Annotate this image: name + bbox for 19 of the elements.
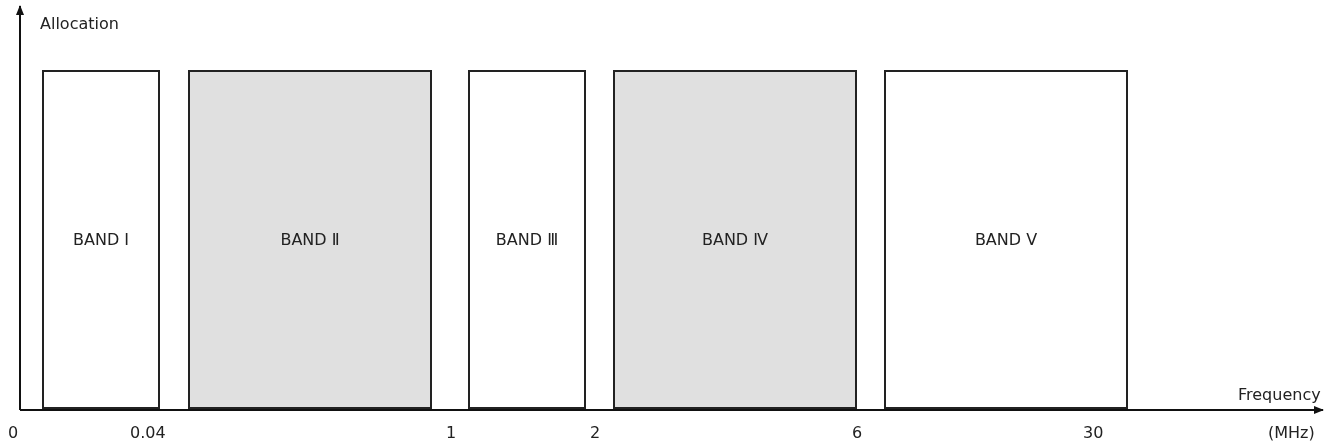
tick-label: 1	[446, 423, 457, 442]
axis-title: Frequency	[1238, 385, 1321, 404]
tick-label: 30	[1083, 423, 1104, 442]
band-box	[613, 70, 857, 409]
band-box	[468, 70, 586, 409]
tick-label: 2	[590, 423, 601, 442]
tick-label: 6	[852, 423, 863, 442]
tick-label: 0.04	[130, 423, 166, 442]
axis-title: Allocation	[40, 14, 119, 33]
band-label: BAND Ⅰ	[73, 230, 129, 249]
band-label: BAND Ⅳ	[701, 230, 769, 249]
band-label: BAND Ⅴ	[974, 230, 1038, 249]
band-box	[884, 70, 1128, 409]
band-box	[188, 70, 432, 409]
band-label: BAND Ⅱ	[280, 230, 340, 249]
unit-label: (MHz)	[1268, 423, 1315, 442]
band-label: BAND Ⅲ	[495, 230, 559, 249]
tick-label: 0	[8, 423, 19, 442]
band-box	[42, 70, 160, 409]
